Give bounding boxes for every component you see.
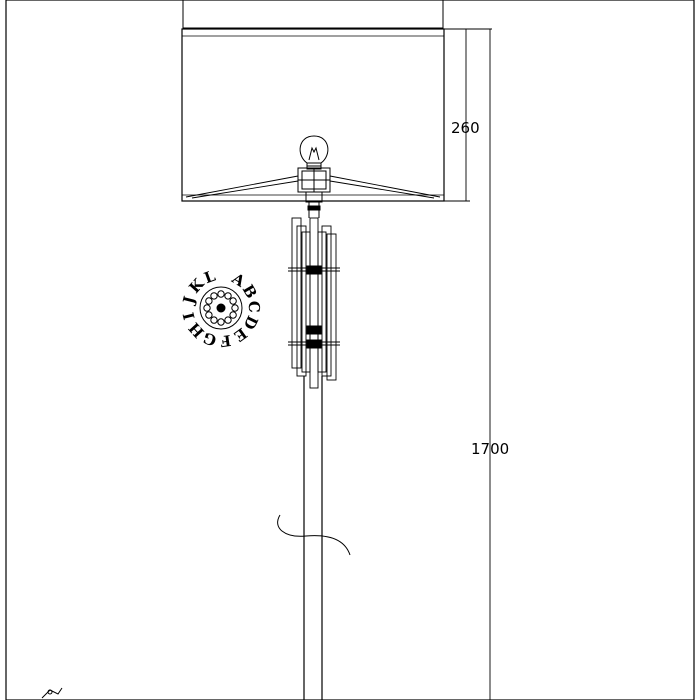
crystal-column [291, 217, 337, 389]
wheel-dot [210, 316, 218, 324]
plug-icon [41, 687, 63, 699]
wheel-dot [224, 292, 232, 300]
lamp-shade [181, 28, 445, 202]
crystal-detail-wheel [199, 286, 243, 330]
wheel-letter: I [179, 310, 198, 321]
wheel-dot [205, 297, 213, 305]
wheel-letter: J [179, 294, 199, 307]
wheel-letter: G [201, 328, 219, 349]
lamp-pole [303, 376, 323, 700]
wheel-dot [229, 297, 237, 305]
wheel-dot [217, 290, 225, 298]
total-height-label: 1700 [471, 440, 510, 458]
light-bulb-icon [299, 135, 329, 170]
wheel-dot [205, 311, 213, 319]
dimension-shade-height [444, 28, 470, 202]
wheel-dot [203, 304, 211, 312]
wheel-dot [231, 304, 239, 312]
shade-top-cap [182, 0, 444, 29]
lamp-socket [297, 167, 331, 203]
shade-height-label: 260 [451, 119, 480, 137]
wheel-dot [229, 311, 237, 319]
drawing-frame [5, 0, 695, 700]
dimension-total-height [466, 28, 492, 700]
wheel-letter: F [219, 331, 232, 350]
upper-stem [307, 202, 321, 218]
power-cord [277, 514, 351, 556]
wheel-dot [210, 292, 218, 300]
wheel-dot [224, 316, 232, 324]
wheel-letter: C [245, 301, 263, 314]
wheel-dots [203, 290, 239, 326]
wheel-dot [217, 318, 225, 326]
crystal-bands [288, 265, 340, 349]
shade-support-arms [185, 175, 441, 199]
